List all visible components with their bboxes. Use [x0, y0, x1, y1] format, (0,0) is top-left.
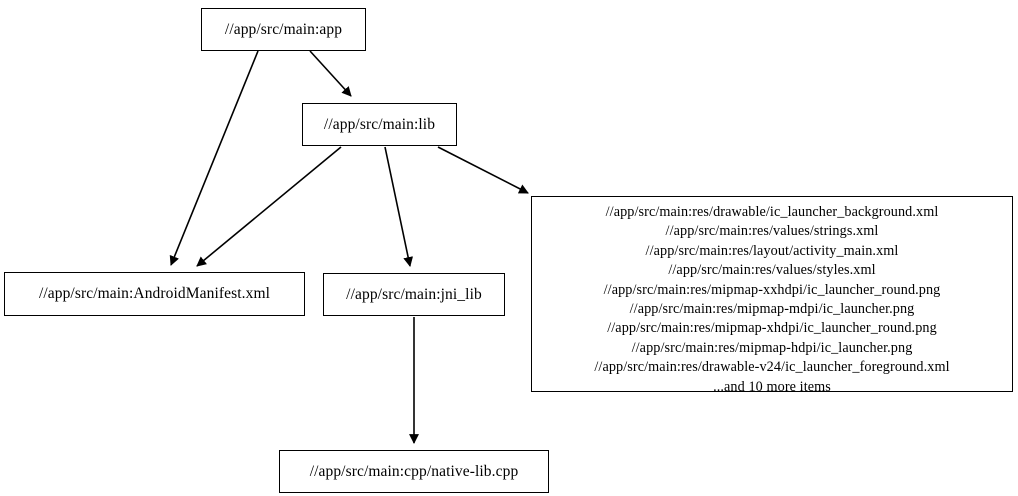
edge-lib-to-resources	[437, 146, 529, 194]
node-lib[interactable]: //app/src/main:lib	[302, 103, 457, 146]
node-jni-lib-label: //app/src/main:jni_lib	[346, 285, 482, 303]
resource-line: //app/src/main:res/values/styles.xml	[668, 262, 876, 279]
node-resources-label: //app/src/main:res/drawable/ic_launcher_…	[594, 203, 949, 397]
edge-lib-to-jni-lib	[384, 146, 414, 267]
resource-line: //app/src/main:res/mipmap-xxhdpi/ic_laun…	[603, 281, 941, 298]
node-app[interactable]: //app/src/main:app	[201, 8, 366, 51]
resource-line: //app/src/main:res/drawable/ic_launcher_…	[605, 204, 939, 220]
resource-line: //app/src/main:res/mipmap-mdpi/ic_launch…	[629, 301, 915, 318]
resource-line: ...and 10 more items	[713, 378, 831, 395]
edge-app-to-android-manifest	[169, 50, 259, 266]
node-android-manifest[interactable]: //app/src/main:AndroidManifest.xml	[4, 272, 305, 316]
node-android-manifest-label: //app/src/main:AndroidManifest.xml	[38, 285, 271, 303]
resource-line: //app/src/main:res/layout/activity_main.…	[645, 242, 899, 259]
node-app-label: //app/src/main:app	[224, 20, 343, 38]
resource-line: //app/src/main:res/mipmap-hdpi/ic_launch…	[631, 339, 913, 356]
node-native-lib-label: //app/src/main:cpp/native-lib.cpp	[309, 462, 519, 480]
node-lib-label: //app/src/main:lib	[323, 115, 436, 133]
node-resources[interactable]: //app/src/main:res/drawable/ic_launcher_…	[531, 196, 1013, 395]
resource-line: //app/src/main:res/mipmap-xhdpi/ic_launc…	[607, 320, 937, 337]
node-jni-lib[interactable]: //app/src/main:jni_lib	[323, 273, 505, 316]
edge-app-to-lib	[309, 50, 352, 97]
resource-line: //app/src/main:res/drawable-v24/ic_launc…	[594, 359, 950, 376]
edge-lib-to-android-manifest	[196, 146, 342, 267]
node-native-lib[interactable]: //app/src/main:cpp/native-lib.cpp	[279, 450, 549, 493]
resource-line: //app/src/main:res/values/strings.xml	[665, 223, 879, 240]
